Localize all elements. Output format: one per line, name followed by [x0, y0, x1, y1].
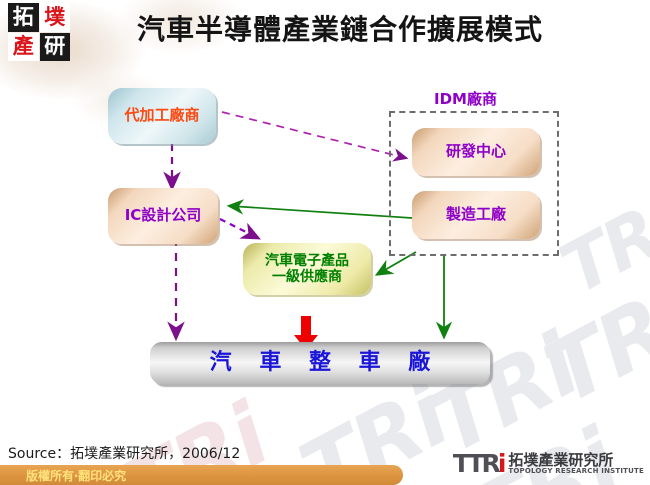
node-tier1-supplier-line2: 一級供應商: [272, 269, 342, 285]
logo-char-4: 研: [39, 32, 70, 61]
node-ic-design-label: IC設計公司: [124, 206, 202, 225]
tri-wordmark: TTRi: [452, 449, 506, 478]
source-note: Source：拓墣產業研究所，2006/12: [8, 446, 241, 462]
edge-fab-to-ic-design: [226, 199, 413, 219]
page-title: 汽車半導體產業鏈合作擴展模式: [136, 13, 543, 46]
edge-foundry-to-rd-center: [221, 111, 409, 162]
tri-wordmark-accent: i: [497, 449, 506, 478]
node-rd-center-label: 研發中心: [445, 142, 506, 161]
node-rd-center[interactable]: 研發中心: [412, 128, 540, 176]
node-fab-label: 製造工廠: [445, 205, 506, 224]
tri-name-en: TOPOLOGY RESEARCH INSTITUTE: [508, 467, 644, 476]
copyright-text: 版權所有‧翻印必究: [26, 469, 127, 483]
logo-char-3: 產: [8, 32, 39, 61]
node-tier1-supplier-line1: 汽車電子產品: [265, 252, 349, 269]
tri-brand-logo: TTRi 拓墣產業研究所 TOPOLOGY RESEARCH INSTITUTE: [452, 449, 644, 478]
logo-char-1: 拓: [8, 3, 39, 32]
logo-char-2: 墣: [39, 3, 70, 32]
tri-name-cn: 拓墣產業研究所: [508, 450, 614, 469]
idm-group-frame: [389, 111, 559, 256]
node-foundry-label: 代加工廠商: [124, 106, 200, 125]
edge-ic-design-to-tier1: [219, 218, 261, 240]
node-oem[interactable]: 汽 車 整 車 廠: [150, 342, 490, 384]
node-foundry[interactable]: 代加工廠商: [108, 88, 216, 144]
tri-brand-names: 拓墣產業研究所 TOPOLOGY RESEARCH INSTITUTE: [508, 450, 644, 476]
node-oem-label: 汽 車 整 車 廠: [209, 350, 441, 376]
idm-group-label: IDM廠商: [434, 90, 497, 108]
copyright-bar: [0, 465, 403, 485]
node-ic-design[interactable]: IC設計公司: [108, 188, 218, 244]
tri-corner-logo: 拓 墣 產 研: [8, 3, 70, 61]
node-fab[interactable]: 製造工廠: [412, 191, 540, 239]
node-tier1-supplier[interactable]: 汽車電子產品 一級供應商: [243, 243, 371, 295]
diagram-canvas: IDM廠商 代加工廠商 IC設計公司 研發中心 製造工廠 汽車電子產品 一級供應…: [0, 66, 650, 421]
